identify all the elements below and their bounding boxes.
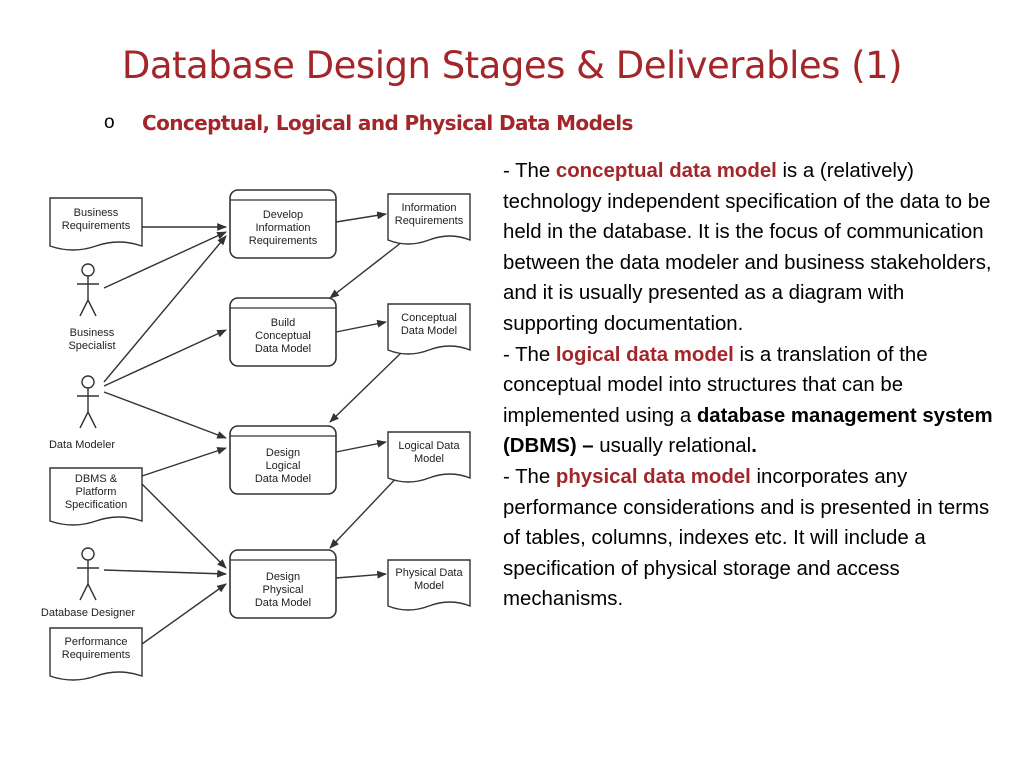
actor-business-specialist: Business Specialist bbox=[68, 263, 116, 352]
person-icon bbox=[77, 263, 99, 317]
arrow-dbms-to-logical bbox=[141, 447, 227, 477]
svg-text:Information: Information bbox=[401, 202, 456, 214]
slide-subtitle: Conceptual, Logical and Physical Data Mo… bbox=[142, 111, 633, 135]
process-design-logical-data-model: Design Logical Data Model bbox=[229, 425, 337, 495]
arrow-specialist-to-develop bbox=[103, 231, 227, 289]
svg-text:Requirements: Requirements bbox=[395, 215, 464, 227]
p1-prefix: - The bbox=[503, 160, 556, 182]
actor-database-designer: Database Designer bbox=[41, 547, 136, 619]
physical-model-paragraph: - The physical data model incorporates a… bbox=[503, 462, 1003, 615]
dbms-term: database management system (DBMS) – bbox=[503, 404, 993, 458]
explanation-text: - The conceptual data model is a (relati… bbox=[503, 156, 1003, 615]
svg-text:Build: Build bbox=[271, 317, 295, 329]
arrow-physical-to-output bbox=[335, 570, 387, 579]
doc-information-requirements: Information Requirements bbox=[387, 193, 471, 245]
logical-data-model-term: logical data model bbox=[555, 343, 734, 366]
svg-text:Develop: Develop bbox=[263, 209, 303, 221]
svg-text:Conceptual: Conceptual bbox=[255, 330, 311, 342]
conceptual-data-model-term: conceptual data model bbox=[555, 160, 777, 182]
process-develop-information-requirements: Develop Information Requirements bbox=[229, 189, 337, 259]
flow-arrows bbox=[103, 211, 403, 645]
arrow-dbms-to-physical bbox=[141, 483, 227, 569]
arrow-conceptual-to-output bbox=[335, 319, 387, 333]
doc-performance-requirements: Performance Requirements bbox=[49, 627, 143, 681]
svg-text:Data Model: Data Model bbox=[255, 597, 311, 609]
svg-text:Data Modeler: Data Modeler bbox=[49, 439, 115, 451]
arrow-modeler-to-logical bbox=[103, 391, 227, 439]
arrow-conceptual-to-logical bbox=[329, 351, 403, 423]
p2-body: is a translation of the conceptual model… bbox=[503, 343, 928, 427]
physical-data-model-term: physical data model bbox=[555, 465, 751, 488]
svg-text:Performance: Performance bbox=[65, 636, 128, 648]
svg-text:Physical Data: Physical Data bbox=[395, 567, 463, 579]
slide-title: Database Design Stages & Deliverables (1… bbox=[121, 44, 903, 87]
doc-dbms-platform-specification: DBMS & Platform Specification bbox=[49, 467, 143, 526]
arrow-info-req-to-conceptual bbox=[329, 241, 403, 299]
data-model-flow-diagram: Business Requirements DBMS & Platform Sp… bbox=[41, 189, 471, 681]
doc-conceptual-data-model: Conceptual Data Model bbox=[387, 303, 471, 355]
svg-text:Design: Design bbox=[266, 571, 300, 583]
arrow-designer-to-physical bbox=[103, 569, 227, 578]
svg-text:Specialist: Specialist bbox=[68, 340, 115, 352]
arrow-logical-to-output bbox=[335, 439, 387, 453]
p2-period: . bbox=[751, 435, 757, 458]
doc-logical-data-model: Logical Data Model bbox=[387, 431, 471, 483]
conceptual-model-paragraph: - The conceptual data model is a (relati… bbox=[503, 156, 1003, 340]
svg-text:Data Model: Data Model bbox=[401, 325, 457, 337]
svg-text:Design: Design bbox=[266, 447, 300, 459]
svg-text:DBMS &: DBMS & bbox=[75, 473, 118, 485]
arrow-develop-to-info-req bbox=[335, 211, 387, 223]
process-build-conceptual-data-model: Build Conceptual Data Model bbox=[229, 297, 337, 367]
svg-text:Database Designer: Database Designer bbox=[41, 607, 136, 619]
person-icon bbox=[77, 375, 99, 429]
logical-model-paragraph: - The logical data model is a translatio… bbox=[503, 340, 1003, 462]
svg-text:Business: Business bbox=[74, 207, 119, 219]
svg-text:Information: Information bbox=[255, 222, 310, 234]
p2-tail: usually relational bbox=[593, 435, 752, 458]
svg-text:Data Model: Data Model bbox=[255, 343, 311, 355]
arrow-performance-to-physical bbox=[141, 583, 227, 645]
arrow-modeler-to-conceptual bbox=[103, 329, 227, 387]
p2-prefix: - The bbox=[503, 343, 556, 366]
svg-text:Logical: Logical bbox=[266, 460, 301, 472]
p1-body: is a (relatively) technology independent… bbox=[503, 160, 992, 335]
svg-text:Platform: Platform bbox=[76, 486, 117, 498]
svg-text:Business: Business bbox=[70, 327, 115, 339]
svg-text:Requirements: Requirements bbox=[62, 220, 131, 232]
svg-text:Requirements: Requirements bbox=[249, 235, 318, 247]
actor-data-modeler: Data Modeler bbox=[49, 375, 115, 451]
person-icon bbox=[77, 547, 99, 601]
process-design-physical-data-model: Design Physical Data Model bbox=[229, 549, 337, 619]
doc-physical-data-model: Physical Data Model bbox=[387, 559, 471, 611]
svg-text:Data Model: Data Model bbox=[255, 473, 311, 485]
arrow-modeler-to-develop bbox=[103, 235, 227, 383]
doc-business-requirements: Business Requirements bbox=[49, 197, 143, 251]
bullet-marker: o bbox=[104, 112, 115, 133]
svg-text:Model: Model bbox=[414, 580, 444, 592]
p3-body: incorporates any performance considerati… bbox=[503, 465, 990, 611]
arrow-logical-to-physical bbox=[329, 471, 403, 549]
svg-text:Specification: Specification bbox=[65, 499, 127, 511]
p3-prefix: - The bbox=[503, 465, 556, 488]
svg-text:Conceptual: Conceptual bbox=[401, 312, 457, 324]
svg-text:Physical: Physical bbox=[263, 584, 304, 596]
svg-text:Model: Model bbox=[414, 453, 444, 465]
svg-text:Requirements: Requirements bbox=[62, 649, 131, 661]
svg-text:Logical Data: Logical Data bbox=[398, 440, 460, 452]
